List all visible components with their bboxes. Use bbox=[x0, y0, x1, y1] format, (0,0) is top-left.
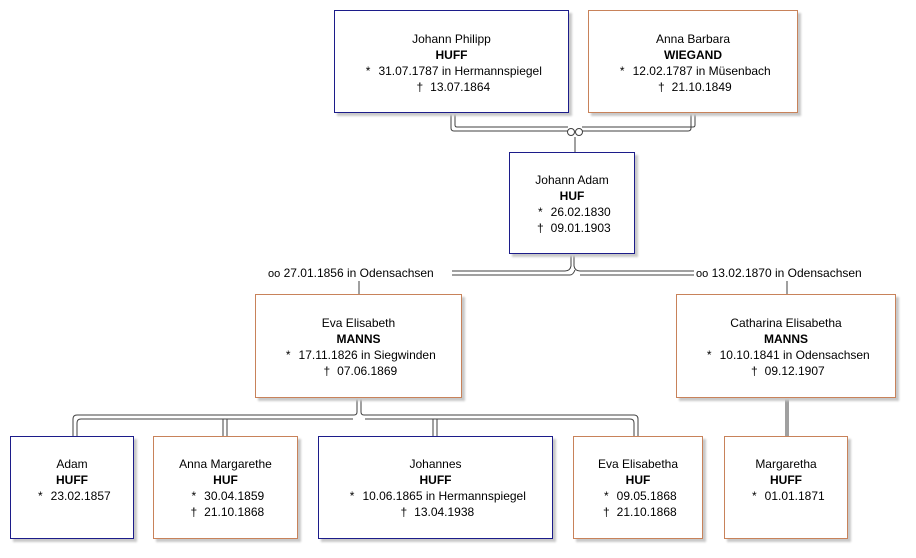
death-icon: † bbox=[536, 221, 544, 235]
birth-event: * 01.01.1871 bbox=[725, 488, 847, 504]
marriage-label-1: oo 27.01.1856 in Odensachsen bbox=[266, 266, 436, 281]
death-icon: † bbox=[400, 505, 408, 519]
death-event: † 21.10.1868 bbox=[574, 504, 702, 520]
death-event: † 09.12.1907 bbox=[677, 363, 895, 379]
person-anna-margarethe[interactable]: Anna Margarethe HUF * 30.04.1859 † 21.10… bbox=[153, 436, 298, 539]
death-date: 21.10.1868 bbox=[204, 505, 265, 519]
given-name: Anna Margarethe bbox=[179, 457, 272, 471]
death-date: 09.12.1907 bbox=[764, 364, 825, 378]
death-icon: † bbox=[750, 364, 758, 378]
surname: HUFF bbox=[419, 473, 452, 487]
given-name: Eva Elisabeth bbox=[321, 316, 396, 330]
marriage-icon: oo bbox=[268, 268, 281, 280]
birth-icon: * bbox=[619, 64, 625, 78]
marriage-icon: oo bbox=[696, 268, 709, 280]
death-icon: † bbox=[416, 80, 424, 94]
surname: WIEGAND bbox=[664, 48, 722, 62]
surname: HUFF bbox=[435, 48, 468, 62]
person-johann-adam[interactable]: Johann Adam HUF * 26.02.1830 † 09.01.190… bbox=[509, 152, 635, 254]
birth-date: 12.02.1787 in Müsenbach bbox=[632, 64, 771, 78]
person-anna-barbara[interactable]: Anna Barbara WIEGAND * 12.02.1787 in Müs… bbox=[588, 10, 798, 113]
death-date: 13.07.1864 bbox=[430, 80, 491, 94]
birth-event: * 10.10.1841 in Odensachsen bbox=[677, 347, 895, 363]
marriage-label-2: oo 13.02.1870 in Odensachsen bbox=[694, 266, 864, 281]
person-catharina-elisabetha[interactable]: Catharina Elisabetha MANNS * 10.10.1841 … bbox=[676, 294, 896, 398]
given-name: Margaretha bbox=[755, 457, 817, 471]
death-icon: † bbox=[190, 505, 198, 519]
birth-icon: * bbox=[191, 489, 197, 503]
birth-icon: * bbox=[365, 64, 371, 78]
death-date: 13.04.1938 bbox=[414, 505, 475, 519]
death-event: † 07.06.1869 bbox=[256, 363, 461, 379]
birth-date: 17.11.1826 in Siegwinden bbox=[298, 348, 436, 362]
birth-icon: * bbox=[349, 489, 355, 503]
birth-date: 10.10.1841 in Odensachsen bbox=[719, 348, 870, 362]
death-event: † 09.01.1903 bbox=[510, 220, 634, 236]
surname: MANNS bbox=[764, 332, 808, 346]
birth-event: * 31.07.1787 in Hermannspiegel bbox=[335, 63, 568, 79]
birth-event: * 30.04.1859 bbox=[154, 488, 297, 504]
given-name: Catharina Elisabetha bbox=[730, 316, 842, 330]
connector-parent-mother bbox=[582, 113, 692, 132]
birth-event: * 09.05.1868 bbox=[574, 488, 702, 504]
death-event: † 13.04.1938 bbox=[319, 504, 552, 520]
marriage-date: 27.01.1856 in Odensachsen bbox=[283, 266, 434, 280]
surname: HUF bbox=[625, 473, 651, 487]
connector-children bbox=[72, 411, 358, 436]
birth-date: 26.02.1830 bbox=[550, 205, 611, 219]
birth-icon: * bbox=[751, 489, 757, 503]
birth-event: * 12.02.1787 in Müsenbach bbox=[589, 63, 797, 79]
surname: HUF bbox=[559, 189, 585, 203]
birth-icon: * bbox=[37, 489, 43, 503]
surname: HUFF bbox=[56, 473, 88, 487]
death-icon: † bbox=[602, 505, 610, 519]
given-name: Anna Barbara bbox=[655, 32, 731, 46]
death-date: 07.06.1869 bbox=[337, 364, 398, 378]
given-name: Johann Philipp bbox=[412, 32, 491, 46]
person-eva-elisabeth-manns[interactable]: Eva Elisabeth MANNS * 17.11.1826 in Sieg… bbox=[255, 294, 462, 398]
person-johann-philipp[interactable]: Johann Philipp HUFF * 31.07.1787 in Herm… bbox=[334, 10, 569, 113]
death-date: 09.01.1903 bbox=[550, 221, 611, 235]
birth-icon: * bbox=[603, 489, 609, 503]
marriage-rings-icon bbox=[567, 128, 575, 136]
death-event: † 21.10.1849 bbox=[589, 79, 797, 95]
death-icon: † bbox=[657, 80, 665, 94]
surname: HUF bbox=[213, 473, 238, 487]
person-margaretha[interactable]: Margaretha HUFF * 01.01.1871 bbox=[724, 436, 848, 539]
given-name: Johannes bbox=[409, 457, 462, 471]
birth-event: * 26.02.1830 bbox=[510, 204, 634, 220]
birth-icon: * bbox=[706, 348, 712, 362]
birth-date: 30.04.1859 bbox=[204, 489, 265, 503]
birth-date: 09.05.1868 bbox=[616, 489, 677, 503]
birth-event: * 23.02.1857 bbox=[11, 488, 133, 504]
person-eva-elisabetha-huf[interactable]: Eva Elisabetha HUF * 09.05.1868 † 21.10.… bbox=[573, 436, 703, 539]
death-icon: † bbox=[323, 364, 331, 378]
connector-parent-father bbox=[450, 113, 568, 132]
birth-event: * 17.11.1826 in Siegwinden bbox=[256, 347, 461, 363]
given-name: Johann Adam bbox=[535, 173, 609, 187]
birth-icon: * bbox=[537, 205, 543, 219]
birth-icon: * bbox=[285, 348, 291, 362]
birth-date: 01.01.1871 bbox=[764, 489, 825, 503]
marriage-date: 13.02.1870 in Odensachsen bbox=[711, 266, 862, 280]
death-event: † 13.07.1864 bbox=[335, 79, 568, 95]
surname: MANNS bbox=[336, 332, 381, 346]
given-name: Adam bbox=[56, 457, 88, 471]
person-adam[interactable]: Adam HUFF * 23.02.1857 bbox=[10, 436, 134, 539]
person-johannes[interactable]: Johannes HUFF * 10.06.1865 in Hermannspi… bbox=[318, 436, 553, 539]
death-event: † 21.10.1868 bbox=[154, 504, 297, 520]
death-date: 21.10.1849 bbox=[671, 80, 732, 94]
surname: HUFF bbox=[770, 473, 802, 487]
birth-event: * 10.06.1865 in Hermannspiegel bbox=[319, 488, 552, 504]
birth-date: 23.02.1857 bbox=[50, 489, 111, 503]
given-name: Eva Elisabetha bbox=[597, 457, 679, 471]
birth-date: 31.07.1787 in Hermannspiegel bbox=[378, 64, 542, 78]
death-date: 21.10.1868 bbox=[616, 505, 677, 519]
birth-date: 10.06.1865 in Hermannspiegel bbox=[362, 489, 526, 503]
